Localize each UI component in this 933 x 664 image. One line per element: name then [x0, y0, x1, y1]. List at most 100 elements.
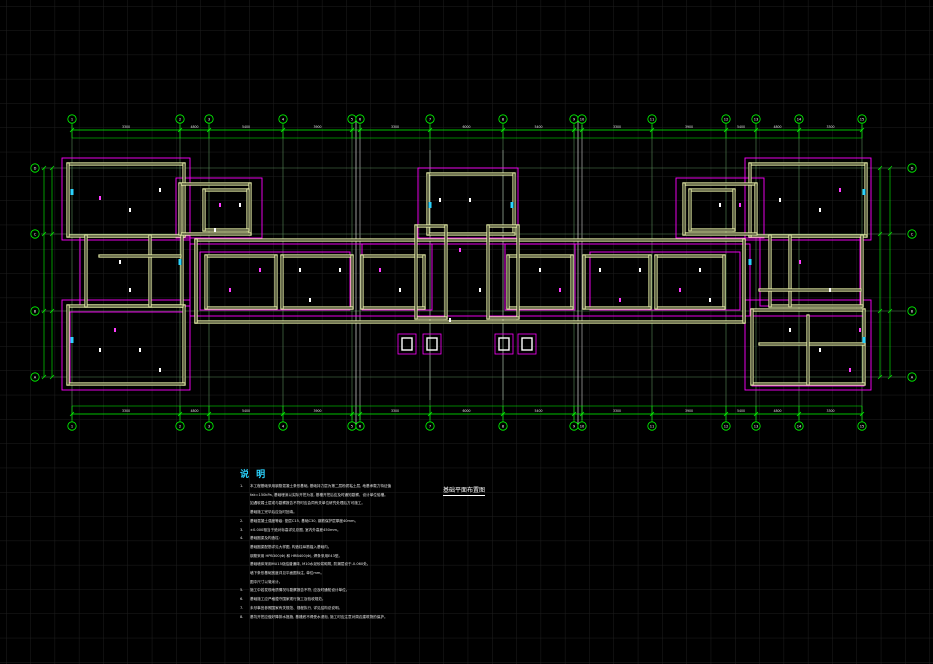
axis-bubble-label: 1: [71, 117, 73, 121]
dim-tick-v: [49, 165, 55, 171]
axis-bubble-circle: [425, 421, 435, 431]
wall-section-tag: [510, 202, 514, 208]
axis-bubble-label: 5: [351, 117, 353, 121]
axis-bubble: 13: [751, 114, 761, 124]
note-line: 3.±0.000相当于绝对标高详见总图, 室内外高差450mm。: [240, 526, 470, 535]
axis-bubble: 9: [569, 421, 579, 431]
section-marker: [829, 288, 831, 292]
axis-bubble-label: C: [911, 232, 914, 236]
axis-bubble-label: 15: [860, 117, 865, 121]
beam-rect: [589, 251, 741, 311]
section-marker: [114, 328, 116, 332]
section-marker: [159, 368, 161, 372]
axis-bubble: 15: [857, 114, 867, 124]
section-marker: [239, 203, 241, 207]
axis-bubble-label: A: [34, 375, 37, 379]
axis-bubble: B: [907, 306, 917, 316]
axis-bubble-label: 1: [71, 424, 73, 428]
axis-bubble-circle: [577, 114, 587, 124]
axis-bubble-circle: [721, 114, 731, 124]
axis-bubble-circle: [425, 114, 435, 124]
axis-bubble: 2: [175, 421, 185, 431]
note-number: 5.: [240, 588, 244, 593]
note-line: 2.基础混凝土强度等级: 垫层C15, 基础C30, 钢筋保护层厚度40mm。: [240, 517, 470, 526]
axis-bubble: 2: [175, 114, 185, 124]
section-marker: [739, 203, 741, 207]
axis-bubble-circle: [751, 114, 761, 124]
note-line: 基础墙体采用MU15烧结普通砖, M10水泥砂浆砌筑, 防潮层设于-0.060处…: [240, 560, 470, 569]
dim-label: 4800: [773, 125, 781, 129]
axis-bubble-label: 8: [502, 117, 505, 121]
axis-bubble-circle: [175, 114, 185, 124]
axis-bubble-label: 7: [429, 424, 431, 428]
beam-rect: [199, 251, 351, 311]
section-marker: [559, 288, 561, 292]
section-marker: [479, 288, 481, 292]
axis-bubble-circle: [751, 421, 761, 431]
beam-rect-small: [422, 333, 442, 355]
section-marker: [219, 203, 221, 207]
axis-bubble: 8: [498, 421, 508, 431]
axis-bubble-circle: [67, 114, 77, 124]
note-text: 基础圈梁配筋详见大样图, 构造柱纵筋锚入基础内。: [250, 544, 332, 549]
axis-bubble-circle: [498, 421, 508, 431]
axis-bubble-circle: [907, 163, 917, 173]
section-marker: [679, 288, 681, 292]
axis-bubbles: 1122334455667788991010111112121313141415…: [30, 114, 917, 431]
wall-section-tag: [178, 259, 182, 265]
axis-bubble-circle: [30, 229, 40, 239]
axis-bubble-label: 10: [580, 424, 585, 428]
axis-bubble-circle: [721, 421, 731, 431]
axis-bubble: 11: [647, 114, 657, 124]
note-line: 6.基础施工应严格遵守国家现行施工及验收规范。: [240, 595, 470, 604]
note-text: 图中尺寸以毫米计。: [250, 579, 283, 584]
note-number: [240, 560, 250, 569]
axis-bubble-label: 3: [208, 424, 210, 428]
axis-bubble-circle: [278, 114, 288, 124]
axis-bubble: C: [907, 229, 917, 239]
dim-label: 6000: [462, 125, 470, 129]
dim-label: 3300: [122, 409, 130, 413]
section-marker: [339, 268, 341, 272]
section-marker: [139, 348, 141, 352]
note-text: 如遇软弱土层或与勘察报告不符时应会同有关单位研究处理后方可施工。: [250, 501, 365, 506]
dim-label: 4800: [773, 409, 781, 413]
note-text: 施工中若发现地质情况与勘察报告不符, 应及时通知设计单位。: [250, 588, 350, 593]
note-number: [240, 491, 250, 500]
dim-tick-v: [49, 308, 55, 314]
note-text: 基础圈梁及构造柱:: [250, 536, 280, 541]
note-line: 如遇软弱土层或与勘察报告不符时应会同有关单位研究处理后方可施工。: [240, 499, 470, 508]
section-marker: [459, 248, 461, 252]
axis-bubble: 7: [425, 114, 435, 124]
axis-bubble-label: 8: [502, 424, 505, 428]
axis-bubble: 10: [577, 114, 587, 124]
section-marker: [849, 368, 851, 372]
note-number: 4.: [240, 536, 244, 541]
dim-label: 3900: [313, 125, 321, 129]
dim-label: 3300: [826, 409, 834, 413]
beam-rect-small: [397, 333, 417, 355]
axis-bubble: 14: [794, 421, 804, 431]
beam-rect: [175, 177, 263, 239]
dim-label: 5400: [534, 409, 542, 413]
note-number: 1.: [240, 484, 244, 488]
axis-bubble-label: 10: [580, 117, 585, 121]
axis-bubble: D: [30, 163, 40, 173]
axis-bubble-circle: [175, 421, 185, 431]
axis-bubble: 13: [751, 421, 761, 431]
section-marker: [719, 203, 721, 207]
axis-bubble: 12: [721, 114, 731, 124]
note-line: 基础圈梁配筋详见大样图, 构造柱纵筋锚入基础内。: [240, 543, 470, 552]
beam-rect: [744, 157, 872, 241]
axis-bubble: 9: [569, 114, 579, 124]
note-text: 本工程基础采用钢筋混凝土条形基础, 基础持力层为第二层粉质粘土层, 地基承载力特…: [250, 484, 392, 488]
note-number: [240, 569, 250, 578]
section-marker: [469, 198, 471, 202]
column-pad: [401, 337, 413, 351]
axis-bubble-label: D: [911, 166, 914, 170]
axis-bubble: 4: [278, 421, 288, 431]
section-marker: [639, 268, 641, 272]
beam-rect: [744, 299, 872, 391]
